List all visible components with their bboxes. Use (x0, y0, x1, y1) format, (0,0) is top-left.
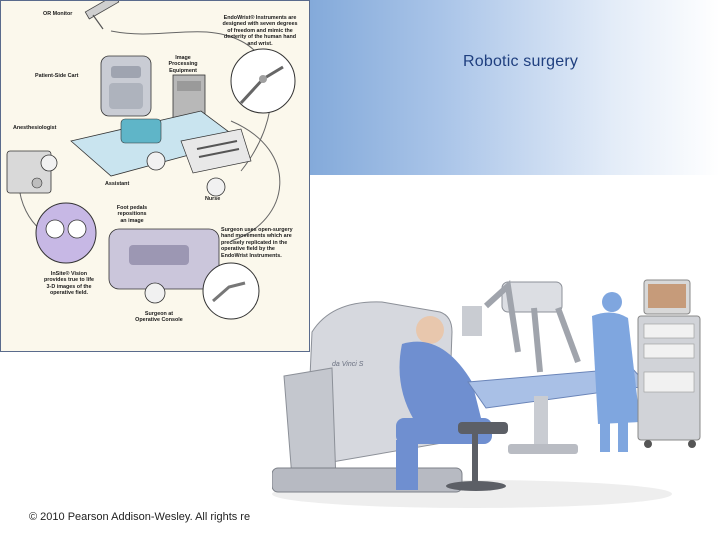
header-gradient-band (290, 0, 720, 175)
copyright-text: © 2010 Pearson Addison-Wesley. All right… (29, 511, 251, 523)
label-surgeon-console: Surgeon at Operative Console (135, 311, 183, 324)
vision-cart (637, 279, 701, 448)
diagram-illustration (6, 1, 296, 320)
seated-surgeon (396, 316, 508, 491)
surgical-system-diagram: OR Monitor EndoWrist® Instruments are de… (0, 0, 310, 352)
robotic-system-photo: da Vinci S (272, 279, 701, 508)
patient-side-cart-illustration (100, 55, 152, 117)
surgeon-console-illustration (108, 228, 220, 304)
slide-title: Robotic surgery (463, 53, 579, 70)
label-surgeon-uses: Surgeon uses open-surgery hand movements… (221, 227, 293, 259)
label-or-monitor: OR Monitor (43, 11, 73, 17)
label-image-processing: Image Processing Equipment (168, 55, 198, 74)
label-nurse: Nurse (205, 196, 221, 202)
label-patient-side-cart: Patient-Side Cart (35, 73, 79, 79)
label-foot-pedals: Foot pedals repositions an image (116, 205, 148, 224)
label-insite-vision: InSite® Vision provides true to life 3-D… (43, 271, 95, 297)
label-anesthesiologist: Anesthesiologist (13, 125, 57, 131)
label-endowrist: EndoWrist® Instruments are designed with… (222, 15, 298, 47)
console-brand-text: da Vinci S (332, 361, 364, 368)
standing-nurse (592, 292, 640, 452)
patient-side-cart (462, 280, 581, 373)
label-assistant: Assistant (105, 181, 130, 187)
